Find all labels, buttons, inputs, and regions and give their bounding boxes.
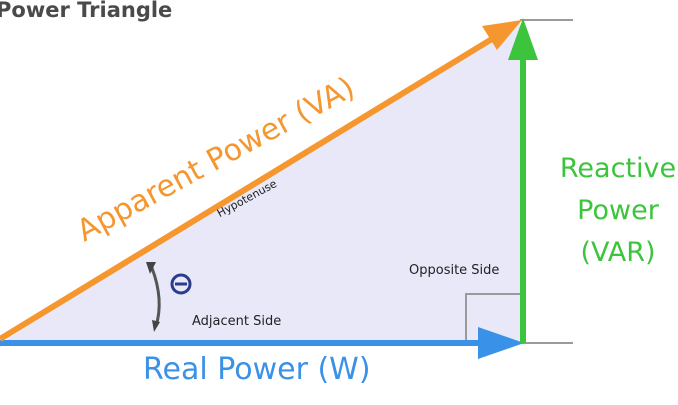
real-power-arrowhead [478,327,524,359]
reactive-power-label: Reactive Power (VAR) [548,148,678,274]
real-power-label: Real Power (W) [143,352,371,387]
apparent-power-arrowhead [482,20,522,50]
adjacent-side-label: Adjacent Side [192,314,282,329]
apparent-power-line [0,28,507,342]
angle-arc-arrow-bottom [152,320,160,332]
theta-symbol [170,273,192,295]
reactive-line-2: Power [577,195,659,226]
opposite-side-label: Opposite Side [409,263,500,278]
diagram-title: Power Triangle [0,0,173,22]
right-angle-marker [465,293,520,343]
angle-arc-arrow-top [146,262,156,274]
reactive-line-1: Reactive [559,153,677,184]
reactive-line-3: (VAR) [580,237,656,268]
reactive-power-arrowhead [508,18,538,60]
